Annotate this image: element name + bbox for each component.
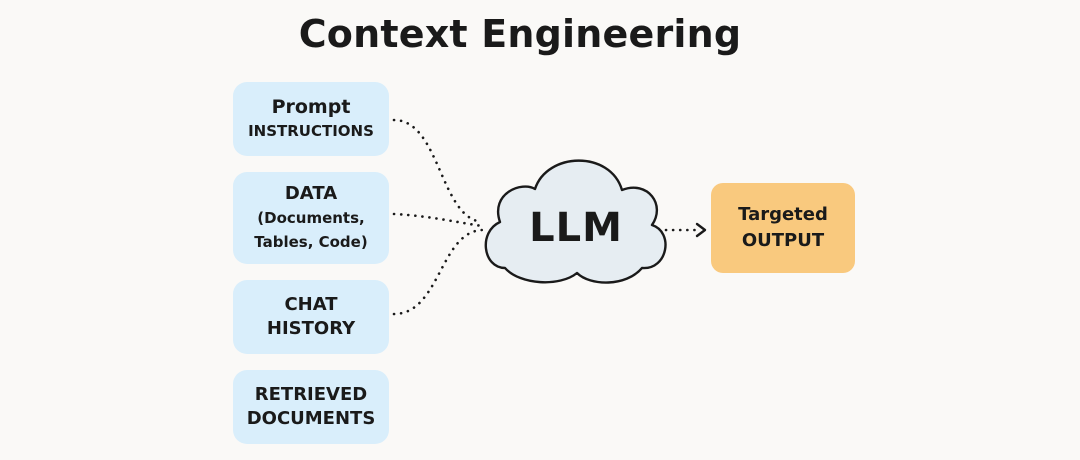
llm-cloud-icon xyxy=(484,159,667,284)
input-retrieved-line-2: DOCUMENTS xyxy=(246,408,376,429)
input-prompt-subtitle: INSTRUCTIONS xyxy=(248,122,374,140)
input-prompt: Prompt INSTRUCTIONS xyxy=(233,82,389,156)
llm-label: LLM xyxy=(529,205,623,251)
diagram-title: Context Engineering xyxy=(298,12,742,56)
connector-chat xyxy=(392,228,484,316)
input-data-detail-1: (Documents, xyxy=(257,209,365,227)
input-retrieved-line-1: RETRIEVED xyxy=(254,384,368,405)
connector-data xyxy=(392,212,484,228)
input-chat-history: CHAT HISTORY xyxy=(233,280,389,354)
output-arrowhead xyxy=(695,222,707,238)
output-line-2: OUTPUT xyxy=(741,230,825,251)
output-line-1: Targeted xyxy=(738,204,828,225)
connector-prompt xyxy=(392,118,484,224)
input-prompt-title: Prompt xyxy=(271,96,351,118)
input-data: DATA (Documents, Tables, Code) xyxy=(233,172,389,264)
input-chat-history-line-2: HISTORY xyxy=(266,318,356,339)
input-retrieved-documents: RETRIEVED DOCUMENTS xyxy=(233,370,389,444)
input-data-detail-2: Tables, Code) xyxy=(254,233,368,251)
input-chat-history-line-1: CHAT xyxy=(284,294,338,315)
input-data-title: DATA xyxy=(284,183,338,204)
output-box: Targeted OUTPUT xyxy=(711,183,855,273)
